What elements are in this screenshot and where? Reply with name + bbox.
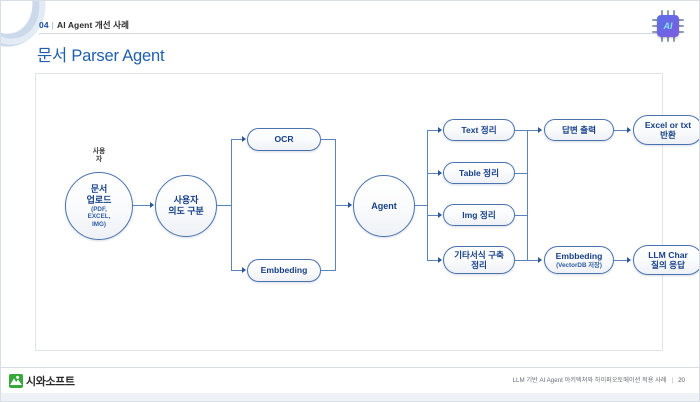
footer-note-text: LLM 기반 AI Agent 아키텍쳐와 하이퍼오토메이션 적용 사례 [512,377,667,384]
content-panel: 사용 자 문서 업로드 (PDF, EXCEL, IMG) 사용자 의도 구분 [35,73,699,352]
arrowhead-bus-to-agent [348,202,352,208]
connector-bus-to-embedding-right [527,260,539,261]
node-sublabel: (PDF, EXCEL, IMG) [87,206,111,228]
page-title: 문서 Parser Agent [37,47,165,65]
node-label-line2: 질의 응답 [650,260,685,270]
connector-img-out [515,215,527,216]
node-label-line2: 업로드 [86,194,112,205]
node-label-line1: 문서 [90,184,108,195]
node-answer-output[interactable]: 답변 출력 [544,119,614,141]
node-label-line1: LLM Char [648,249,688,260]
page-number: 20 [678,377,685,384]
arrowhead-bus-to-text [438,127,442,133]
arrowhead-answer-to-excel [627,127,631,133]
arrowhead-bus-to-table [438,170,442,176]
connector-bus-to-table [427,173,439,174]
node-sublabel: (VectorDB 저장) [556,261,602,269]
node-label-line2: 정리 [471,260,487,270]
connector-intent-bus [231,139,232,271]
node-user-intent[interactable]: 사용자 의도 구분 [155,175,217,237]
arrowhead-bus-to-img [438,212,442,218]
ai-chip-body [657,15,679,37]
arrowhead-bus-to-answer [538,127,542,133]
connector-upload-to-intent [133,205,151,206]
connector-agent-stem [415,205,427,206]
connector-ocr-out [321,139,335,140]
connector-answer-to-excel [614,130,628,131]
connector-embedding-to-llm [614,260,628,261]
node-ocr[interactable]: OCR [247,128,321,151]
node-text-organize[interactable]: Text 정리 [443,119,515,141]
footer-note: LLM 기반 AI Agent 아키텍쳐와 하이퍼오토메이션 적용 사례 | 20 [513,375,685,384]
node-label-line2: 반환 [660,130,676,140]
connector-text-out [515,130,527,131]
node-document-upload[interactable]: 문서 업로드 (PDF, EXCEL, IMG) [65,172,133,240]
siwasoft-logo-icon [9,374,23,388]
logo-text: 시와소프트 [26,376,75,388]
arrowhead-upload-to-intent [150,202,154,208]
header-divider [39,33,662,34]
connector-bus-to-agent [335,205,349,206]
connector-agent-fanout-bus [427,130,428,260]
node-embedding-right[interactable]: Embbeding (VectorDB 저장) [544,246,614,274]
connector-bus-to-text [427,130,439,131]
footer-band [1,393,699,401]
node-llm-char-qa[interactable]: LLM Char 질의 응답 [633,245,699,275]
node-agent[interactable]: Agent [353,175,415,237]
connector-merge-bus-output [527,130,528,260]
node-label: Agent [371,200,397,211]
node-label: Embbeding [555,250,603,261]
user-caption: 사용 자 [92,148,106,163]
connector-etc-out [515,260,527,261]
section-number: 04 [39,20,49,30]
connector-intent-stem [217,205,231,206]
arrowhead-embedding-to-llm [627,257,631,263]
node-label: Img 정리 [462,209,496,220]
node-label: Embbeding [260,265,308,276]
node-label-line1: Excel or txt [644,119,692,130]
document-parser-flow-diagram: 사용 자 문서 업로드 (PDF, EXCEL, IMG) 사용자 의도 구분 [36,74,699,352]
ai-chip-icon [651,9,685,43]
node-label: OCR [274,134,294,145]
node-table-organize[interactable]: Table 정리 [443,162,515,184]
connector-bus-to-img [427,215,439,216]
connector-bus-to-answer [527,130,539,131]
arrowhead-bus-to-embedding [242,267,246,273]
node-excel-or-txt-return[interactable]: Excel or txt 반환 [633,115,699,145]
company-logo: 시와소프트 [9,373,75,389]
footer-divider [1,367,699,368]
node-label: Text 정리 [461,124,497,135]
footer-separator: | [671,377,674,384]
connector-bus-to-etc [427,260,439,261]
node-embedding-left[interactable]: Embbeding [247,259,321,282]
node-label-line1: 사용자 [173,195,199,206]
connector-table-out [515,173,527,174]
connector-bus-to-ocr [231,139,243,140]
node-label-line1: 기타서식 구축 [454,249,504,260]
connector-embedding-left-out [321,270,335,271]
node-img-organize[interactable]: Img 정리 [443,204,515,226]
node-label: Table 정리 [458,167,499,178]
node-label-line2: 의도 구분 [168,206,204,216]
node-label: 답변 출력 [561,124,596,135]
breadcrumb-separator: | [51,20,54,30]
connector-bus-to-embedding [231,270,243,271]
arrowhead-bus-to-ocr [242,136,246,142]
arrowhead-bus-to-etc [438,257,442,263]
breadcrumb: 04|AI Agent 개선 사례 [39,19,129,31]
section-label: AI Agent 개선 사례 [56,20,129,30]
node-etc-format-organize[interactable]: 기타서식 구축 정리 [443,246,515,274]
arrowhead-bus-to-embedding-right [538,257,542,263]
